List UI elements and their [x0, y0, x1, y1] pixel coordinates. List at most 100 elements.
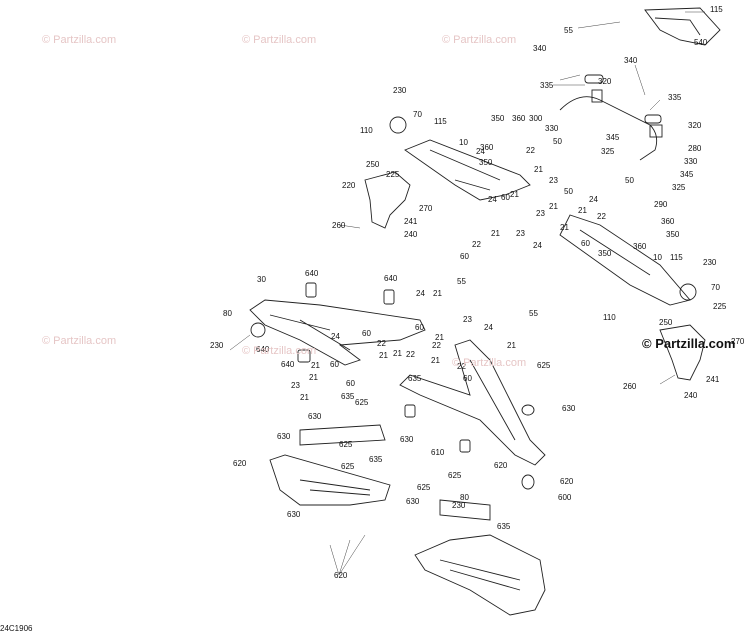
callout-label: 22 [406, 350, 415, 359]
callout-label: 640 [256, 345, 270, 354]
callout-label: 325 [601, 147, 615, 156]
callout-label: 625 [448, 471, 462, 480]
callout-label: 21 [433, 289, 442, 298]
callout-label: 345 [606, 133, 620, 142]
callout-label: 21 [510, 190, 519, 199]
callout-label: 21 [549, 202, 558, 211]
callout-label: 625 [417, 483, 431, 492]
callout-label: 640 [281, 360, 295, 369]
callout-label: 350 [666, 230, 680, 239]
callout-label: 360 [480, 143, 494, 152]
callout-label: 360 [633, 242, 647, 251]
callout-label: 24 [589, 195, 598, 204]
callout-label: 110 [360, 126, 373, 135]
callout-label: 21 [393, 349, 402, 358]
callout-label: 600 [558, 493, 572, 502]
callout-label: 340 [624, 56, 638, 65]
callout-label: 24 [488, 195, 497, 204]
sway-bushing-2 [649, 124, 663, 138]
callout-label: 21 [300, 393, 309, 402]
ball-joint-right [679, 283, 697, 301]
callout-label: 22 [432, 341, 441, 350]
bushing-1 [305, 282, 317, 298]
callout-label: 10 [459, 138, 468, 147]
upper-a-arm-right-2 [559, 214, 691, 306]
callout-label: 60 [581, 239, 590, 248]
callout-label: 23 [291, 381, 300, 390]
callout-label: 300 [529, 114, 543, 123]
callout-label: 50 [553, 137, 562, 146]
callout-label: 55 [529, 309, 538, 318]
sway-bushing-1 [591, 89, 603, 103]
callout-label: 22 [457, 362, 466, 371]
watermark: © Partzilla.com [242, 34, 317, 46]
callout-label: 640 [384, 274, 398, 283]
callout-label: 635 [497, 522, 511, 531]
callout-label: 230 [452, 501, 466, 510]
watermark: © Partzilla.com [42, 335, 117, 347]
callout-label: 270 [419, 204, 433, 213]
callout-label: 260 [332, 221, 346, 230]
upper-bracket [644, 7, 721, 46]
callout-label: 320 [598, 77, 612, 86]
callout-label: 635 [369, 455, 383, 464]
callout-label: 60 [501, 193, 510, 202]
callout-label: 360 [512, 114, 526, 123]
upper-a-arm-right [404, 139, 531, 201]
callout-label: 360 [661, 217, 675, 226]
callout-label: 23 [516, 229, 525, 238]
callout-label: 21 [578, 206, 587, 215]
callout-label: 220 [342, 181, 356, 190]
callout-label: 290 [654, 200, 668, 209]
callout-label: 24 [416, 289, 425, 298]
callout-label: 620 [560, 477, 574, 486]
callout-label: 23 [463, 315, 472, 324]
skid-plate-right [414, 534, 546, 616]
callout-label: 55 [564, 26, 573, 35]
watermark-bold: © Partzilla.com [642, 336, 736, 351]
callout-label: 250 [366, 160, 380, 169]
callout-label: 70 [413, 110, 422, 119]
callout-label: 21 [311, 361, 320, 370]
callout-label: 24 [484, 323, 493, 332]
callout-label: 250 [659, 318, 673, 327]
skid-plate-left [269, 454, 391, 506]
callout-label: 340 [533, 44, 547, 53]
callout-label: 630 [277, 432, 291, 441]
callout-label: 60 [463, 374, 472, 383]
callout-label: 80 [460, 493, 469, 502]
callout-label: 630 [400, 435, 414, 444]
callout-label: 60 [330, 360, 339, 369]
callout-labels: 115 55 540 340 340 335 335 320 320 330 3… [210, 5, 745, 580]
bracket-left [299, 424, 386, 446]
lower-a-arm-right [399, 339, 546, 466]
callout-label: 21 [379, 351, 388, 360]
callout-label: 630 [406, 497, 420, 506]
callout-label: 21 [491, 229, 500, 238]
callout-label: 23 [536, 209, 545, 218]
sway-bracket-2 [644, 114, 662, 124]
callout-label: 330 [545, 124, 559, 133]
callout-label: 260 [623, 382, 637, 391]
bushing-4 [404, 404, 416, 418]
ball-joint-upper [389, 116, 407, 134]
callout-label: 30 [257, 275, 266, 284]
watermark: © Partzilla.com [242, 345, 317, 357]
callout-label: 60 [460, 252, 469, 261]
bushing-5 [459, 439, 471, 453]
callout-label: 335 [540, 81, 554, 90]
callout-label: 625 [341, 462, 355, 471]
callout-label: 230 [210, 341, 224, 350]
callout-label: 630 [562, 404, 576, 413]
callout-label: 630 [287, 510, 301, 519]
callout-label: 21 [309, 373, 318, 382]
callout-label: 50 [625, 176, 634, 185]
callout-label: 330 [684, 157, 698, 166]
bushing-2 [383, 289, 395, 305]
watermark: © Partzilla.com [42, 34, 117, 46]
callout-label: 270 [731, 337, 745, 346]
callout-label: 21 [431, 356, 440, 365]
callout-label: 625 [537, 361, 551, 370]
callout-label: 55 [457, 277, 466, 286]
